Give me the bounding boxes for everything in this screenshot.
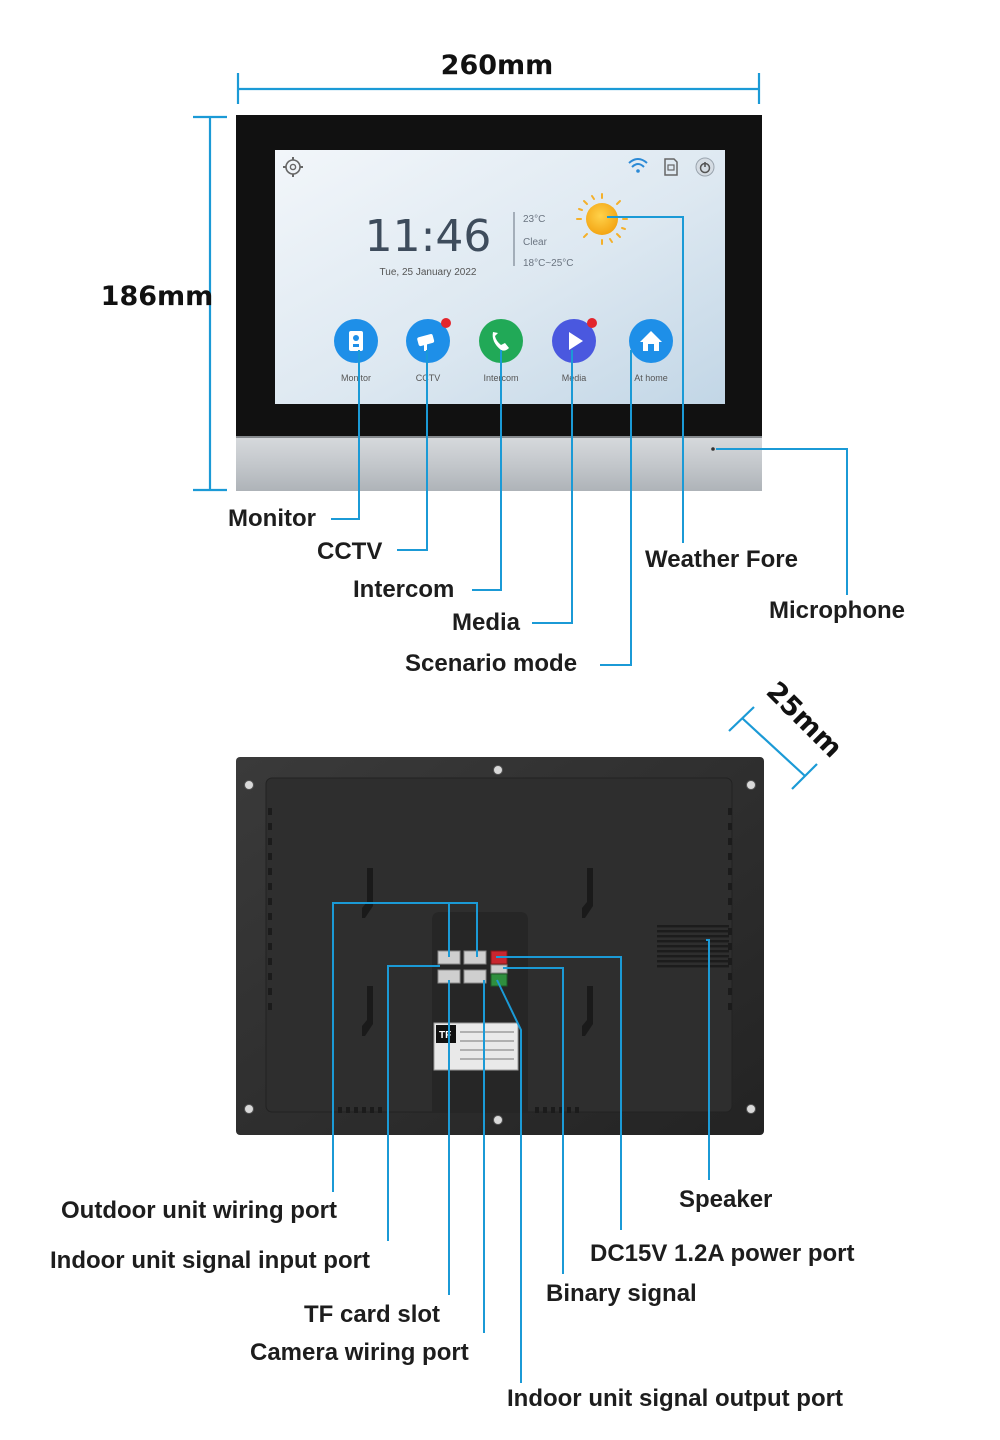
callout-weather: Weather Fore xyxy=(645,546,798,573)
sd-card-icon xyxy=(664,158,678,176)
connector-recess xyxy=(432,912,528,1112)
notification-badge xyxy=(587,318,597,328)
callout-dc-power-port: DC15V 1.2A power port xyxy=(590,1240,855,1267)
weather-condition: Clear xyxy=(523,237,548,248)
settings-icon[interactable] xyxy=(283,157,303,177)
app-monitor[interactable]: Monitor xyxy=(334,319,378,383)
callout-scenario-mode: Scenario mode xyxy=(405,650,577,677)
app-at-home[interactable]: At home xyxy=(629,319,673,383)
power-icon[interactable] xyxy=(695,157,715,177)
connectors xyxy=(437,950,508,987)
callout-indoor-input-port: Indoor unit signal input port xyxy=(50,1247,370,1274)
phone-icon xyxy=(492,332,509,351)
mounting-slots xyxy=(362,868,593,1036)
callout-cctv: CCTV xyxy=(317,538,382,565)
callout-tf-card-slot: TF card slot xyxy=(304,1301,440,1328)
clock-time: 11:46 xyxy=(365,211,492,262)
front-bottom-bar xyxy=(236,436,762,491)
sun-icon xyxy=(576,193,628,245)
callout-monitor: Monitor xyxy=(228,505,316,532)
callout-camera-port: Camera wiring port xyxy=(250,1339,469,1366)
weather-range: 18°C~25°C xyxy=(523,258,574,269)
speaker-grille xyxy=(657,925,729,968)
weather-temperature: 23°C xyxy=(523,214,545,225)
notification-badge xyxy=(441,318,451,328)
callout-indoor-output-port: Indoor unit signal output port xyxy=(507,1385,843,1412)
callout-microphone: Microphone xyxy=(769,597,905,624)
monitor-icon xyxy=(349,331,363,351)
app-label: At home xyxy=(634,373,668,383)
callout-media: Media xyxy=(452,609,521,636)
screws xyxy=(244,765,756,1125)
vents xyxy=(268,808,732,1113)
tf-label: TF xyxy=(439,1030,451,1041)
app-button[interactable] xyxy=(479,319,523,363)
front-callouts: Monitor CCTV Intercom Media Scenario mod… xyxy=(228,505,905,677)
app-label: Monitor xyxy=(341,373,371,383)
microphone-hole xyxy=(711,447,715,451)
back-leaders xyxy=(332,902,710,1383)
height-label: 186mm xyxy=(101,281,214,312)
app-label: Media xyxy=(562,373,587,383)
home-icon xyxy=(640,331,662,351)
callout-intercom: Intercom xyxy=(353,576,454,603)
width-dimension: 260mm xyxy=(236,50,761,104)
depth-label: 25mm xyxy=(760,676,848,764)
callout-speaker: Speaker xyxy=(679,1186,772,1213)
width-label: 260mm xyxy=(441,50,554,81)
back-callouts: Outdoor unit wiring port Indoor unit sig… xyxy=(50,1186,855,1412)
camera-icon xyxy=(417,334,435,351)
height-dimension: 186mm xyxy=(101,115,227,492)
callout-outdoor-port: Outdoor unit wiring port xyxy=(61,1197,337,1224)
clock-date: Tue, 25 January 2022 xyxy=(380,267,477,278)
play-icon xyxy=(569,332,583,350)
device-back: TF xyxy=(236,757,764,1135)
front-leaders xyxy=(331,216,848,666)
tf-label-sticker: TF xyxy=(433,1022,519,1071)
app-media[interactable]: Media xyxy=(552,318,597,383)
callout-binary-signal: Binary signal xyxy=(546,1280,697,1307)
wifi-icon xyxy=(628,158,648,173)
